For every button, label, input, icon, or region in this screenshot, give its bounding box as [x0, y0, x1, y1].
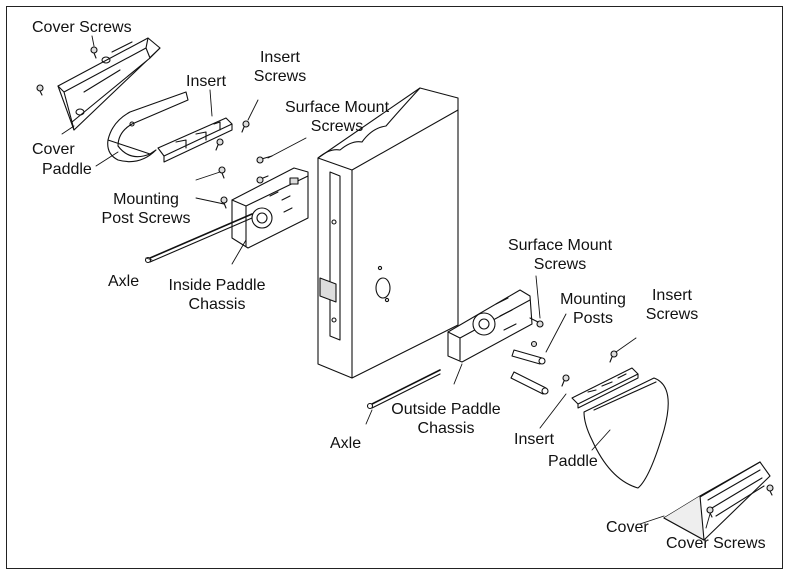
- label-cover-right: Cover: [606, 519, 649, 536]
- insert-right: [571, 367, 639, 409]
- label-insert-screws-right: Insert Screws: [640, 286, 704, 324]
- label-axle-left: Axle: [108, 273, 140, 290]
- paddle-left: [107, 91, 189, 163]
- leader-lines: [61, 35, 711, 529]
- label-surface-mount-left-line1: Surface Mount: [284, 99, 390, 116]
- cover-right: [663, 461, 771, 541]
- label-paddle-left: Paddle: [42, 161, 92, 178]
- label-surface-mount-left-line2: Screws: [310, 118, 364, 135]
- label-paddle-right: Paddle: [548, 453, 598, 470]
- label-surface-mount-left: Surface Mount Screws: [282, 98, 392, 136]
- label-insert-screws-left: Insert Screws: [250, 48, 310, 86]
- cover-screws-right: [706, 484, 774, 518]
- diagram-frame: [6, 6, 783, 569]
- insert-screws-left: [215, 120, 250, 151]
- label-insert-right: Insert: [514, 431, 555, 448]
- label-insert-left: Insert: [186, 73, 227, 90]
- label-outside-chassis-line2: Chassis: [417, 420, 475, 437]
- label-mounting-post-screws: Mounting Post Screws: [94, 190, 198, 228]
- mounting-post-screws-left: [218, 166, 228, 209]
- label-mounting-posts: Mounting Posts: [550, 290, 636, 328]
- label-mounting-posts-line2: Posts: [572, 310, 613, 327]
- label-inside-chassis: Inside Paddle Chassis: [162, 276, 272, 314]
- label-axle-right: Axle: [330, 435, 362, 452]
- outside-paddle-chassis: [447, 289, 533, 363]
- label-insert-screws-right-line1: Insert: [651, 287, 692, 304]
- axle-right: [366, 369, 441, 410]
- surface-mount-screws-left: [256, 155, 273, 184]
- door: [317, 87, 459, 379]
- label-inside-chassis-line1: Inside Paddle: [168, 277, 266, 294]
- cover-left: [57, 37, 161, 131]
- label-surface-mount-right-line1: Surface Mount: [507, 237, 613, 254]
- label-outside-chassis: Outside Paddle Chassis: [386, 400, 506, 438]
- label-outside-chassis-line1: Outside Paddle: [391, 401, 501, 418]
- label-cover-screws-top: Cover Screws: [32, 19, 132, 36]
- label-insert-screws-left-line1: Insert: [259, 49, 300, 66]
- mounting-posts-right: [510, 340, 549, 395]
- insert-left: [157, 117, 233, 163]
- label-surface-mount-right-line2: Screws: [533, 256, 587, 273]
- label-inside-chassis-line2: Chassis: [188, 296, 246, 313]
- label-surface-mount-right: Surface Mount Screws: [504, 236, 616, 274]
- label-insert-screws-right-line2: Screws: [645, 306, 699, 323]
- cover-screw-left: [36, 84, 44, 96]
- cover-screw-top: [90, 46, 98, 59]
- surface-mount-screws-right: [529, 317, 544, 328]
- inside-paddle-chassis: [231, 167, 309, 249]
- label-mounting-post-screws-line1: Mounting: [113, 191, 179, 208]
- insert-screws-right: [561, 350, 618, 387]
- paddle-right: [583, 377, 669, 489]
- label-cover-screws-bottom: Cover Screws: [666, 535, 766, 552]
- label-cover-left: Cover: [32, 141, 75, 158]
- label-mounting-posts-line1: Mounting: [560, 291, 626, 308]
- label-insert-screws-left-line2: Screws: [253, 68, 307, 85]
- label-mounting-post-screws-line2: Post Screws: [101, 210, 191, 227]
